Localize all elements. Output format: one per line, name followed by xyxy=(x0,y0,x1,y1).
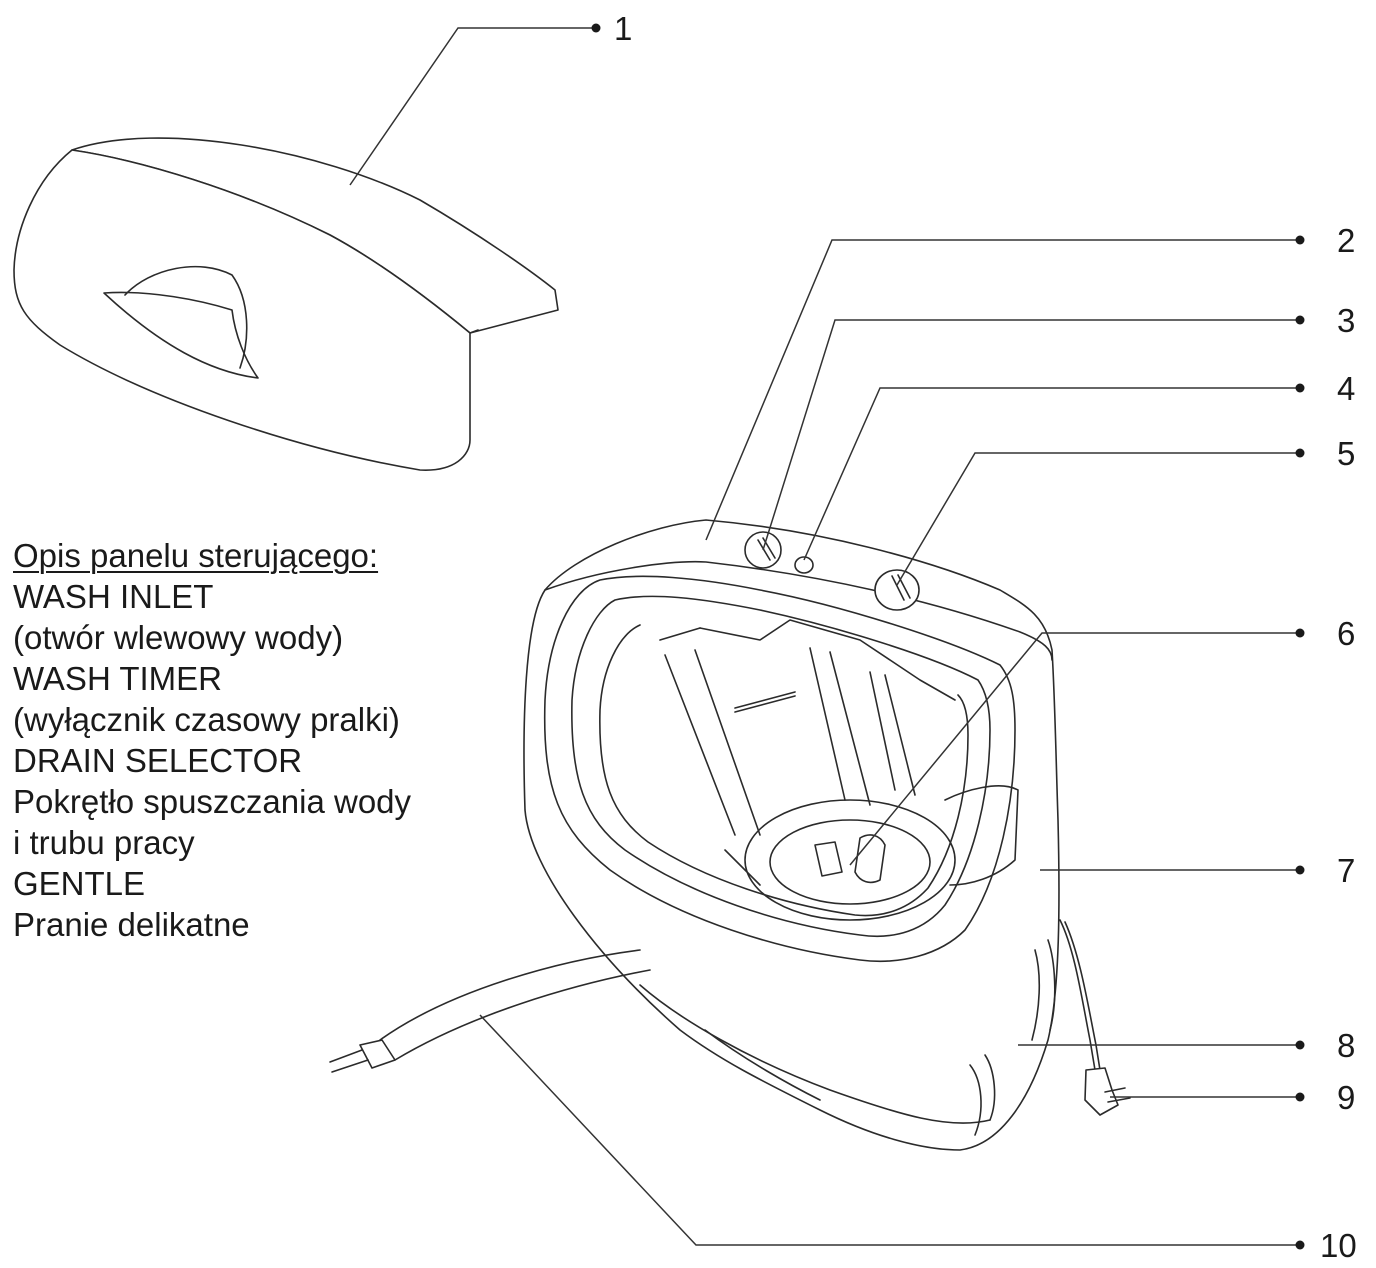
callout-dot xyxy=(1295,235,1305,245)
leader-5 xyxy=(896,452,1298,586)
legend-line: (otwór wlewowy wody) xyxy=(13,619,344,656)
callout-8: 8 xyxy=(1337,1027,1355,1064)
legend-line: GENTLE xyxy=(13,865,146,902)
callout-3: 3 xyxy=(1337,302,1355,339)
legend-line: Pranie delikatne xyxy=(13,906,250,943)
callout-6: 6 xyxy=(1337,615,1355,652)
lid-illustration xyxy=(13,137,559,471)
callout-dot xyxy=(1295,1040,1305,1050)
callout-dot xyxy=(1295,1092,1305,1102)
callout-1: 1 xyxy=(614,10,632,47)
callout-10: 10 xyxy=(1320,1227,1357,1264)
leader-6 xyxy=(849,632,1298,866)
legend-line: (wyłącznik czasowy pralki) xyxy=(13,701,400,738)
callout-dot xyxy=(1295,315,1305,325)
callout-9: 9 xyxy=(1337,1079,1355,1116)
legend-title: Opis panelu sterującego: xyxy=(13,537,379,574)
legend-line: Pokrętło spuszczania wody xyxy=(13,783,412,820)
callout-dot xyxy=(591,23,601,33)
callout-5: 5 xyxy=(1337,435,1355,472)
control-panel-legend: Opis panelu sterującego: WASH INLET (otw… xyxy=(13,535,493,945)
legend-line: WASH TIMER xyxy=(13,660,223,697)
leader-4 xyxy=(803,387,1298,561)
legend-line: i trubu pracy xyxy=(13,824,195,861)
callout-dot xyxy=(1295,1240,1305,1250)
callout-dot xyxy=(1295,383,1305,393)
leader-2 xyxy=(705,239,1298,541)
callout-4: 4 xyxy=(1337,370,1355,407)
leader-1 xyxy=(349,27,594,186)
leader-3 xyxy=(762,319,1298,551)
washing-machine-illustration xyxy=(329,519,1131,1151)
legend-line: WASH INLET xyxy=(13,578,214,615)
leader-lines xyxy=(349,27,1298,1246)
legend-line: DRAIN SELECTOR xyxy=(13,742,303,779)
callout-dot xyxy=(1295,628,1305,638)
leader-10 xyxy=(479,1014,1298,1246)
callouts: 1 2 3 4 5 6 7 8 9 10 xyxy=(591,10,1357,1264)
callout-dot xyxy=(1295,448,1305,458)
callout-dot xyxy=(1295,865,1305,875)
callout-7: 7 xyxy=(1337,852,1355,889)
callout-2: 2 xyxy=(1337,222,1355,259)
